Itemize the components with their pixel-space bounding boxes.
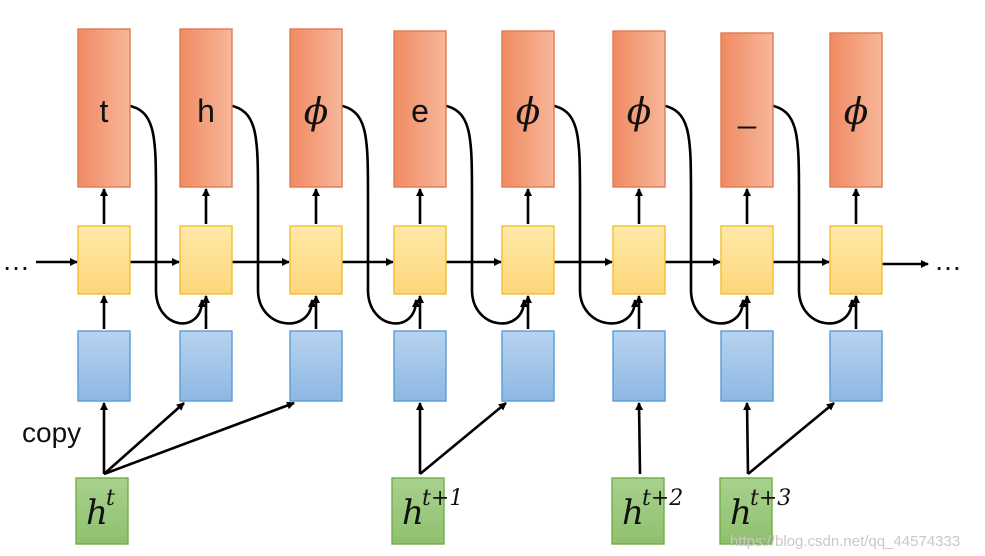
rnn-cell-2 [289, 225, 343, 295]
link-layer [36, 103, 929, 476]
output-box-1 [179, 28, 233, 188]
rnn-cell-6 [720, 225, 774, 295]
output-box-6 [720, 32, 774, 188]
state-to-input-arrow-3-7 [747, 401, 835, 476]
box-layer [75, 28, 883, 545]
output-label-3: e [411, 93, 429, 129]
hidden-state-sup-1: t+1 [422, 486, 463, 511]
input-box-7 [829, 330, 883, 402]
state-to-input-arrow-2-5 [635, 402, 644, 475]
input-box-6 [720, 330, 774, 402]
output-label-4: ϕ [516, 92, 541, 133]
hidden-state-label-2: h [622, 493, 644, 533]
hidden-state-box-0 [75, 477, 129, 545]
hidden-state-sup-3: t+3 [750, 486, 791, 511]
output-label-6: _ [737, 93, 757, 129]
rnn-cell-1 [179, 225, 233, 295]
feedback-curve-4 [549, 103, 639, 325]
output-box-4 [501, 30, 555, 188]
output-label-2: ϕ [304, 92, 329, 133]
hidden-state-label-1: h [402, 493, 424, 533]
input-box-4 [501, 330, 555, 402]
watermark: https://blog.csdn.net/qq_44574333 [730, 533, 960, 550]
hidden-state-sup-2: t+2 [642, 486, 683, 511]
rnn-cell-3 [393, 225, 447, 295]
hidden-state-box-1 [391, 477, 445, 545]
input-box-2 [289, 330, 343, 402]
output-box-5 [612, 30, 666, 188]
rnn-cell-4 [501, 225, 555, 295]
input-box-3 [393, 330, 447, 402]
state-to-input-arrow-0-1 [103, 402, 185, 475]
input-box-0 [77, 330, 131, 402]
feedback-curve-0 [125, 103, 206, 325]
copy-label: copy [22, 417, 81, 448]
output-label-0: t [100, 93, 109, 129]
output-label-7: ϕ [844, 92, 869, 133]
output-box-0 [77, 28, 131, 188]
hidden-state-label-3: h [730, 493, 752, 533]
feedback-curve-3 [441, 103, 528, 325]
input-box-5 [612, 330, 666, 402]
feedback-curve-5 [660, 103, 747, 325]
output-label-5: ϕ [627, 92, 652, 133]
output-box-3 [393, 30, 447, 188]
rnn-cell-5 [612, 225, 666, 295]
state-to-input-arrow-1-4 [419, 401, 507, 476]
feedback-curve-1 [227, 103, 316, 325]
feedback-curve-2 [337, 103, 420, 325]
state-to-input-arrow-3-6 [743, 402, 752, 475]
output-box-7 [829, 32, 883, 188]
rnn-cell-0 [77, 225, 131, 295]
ellipsis-right: … [934, 245, 962, 276]
output-box-2 [289, 28, 343, 188]
hidden-state-box-3 [719, 477, 773, 545]
hidden-state-sup-0: t [106, 486, 115, 511]
hidden-state-box-2 [611, 477, 665, 545]
output-label-1: h [197, 93, 215, 129]
rnn-cell-7 [829, 225, 883, 295]
feedback-curve-6 [768, 103, 856, 325]
state-to-input-arrow-0-2 [103, 401, 295, 476]
hidden-state-label-0: h [86, 493, 108, 533]
input-box-1 [179, 330, 233, 402]
ellipsis-left: … [2, 245, 30, 276]
